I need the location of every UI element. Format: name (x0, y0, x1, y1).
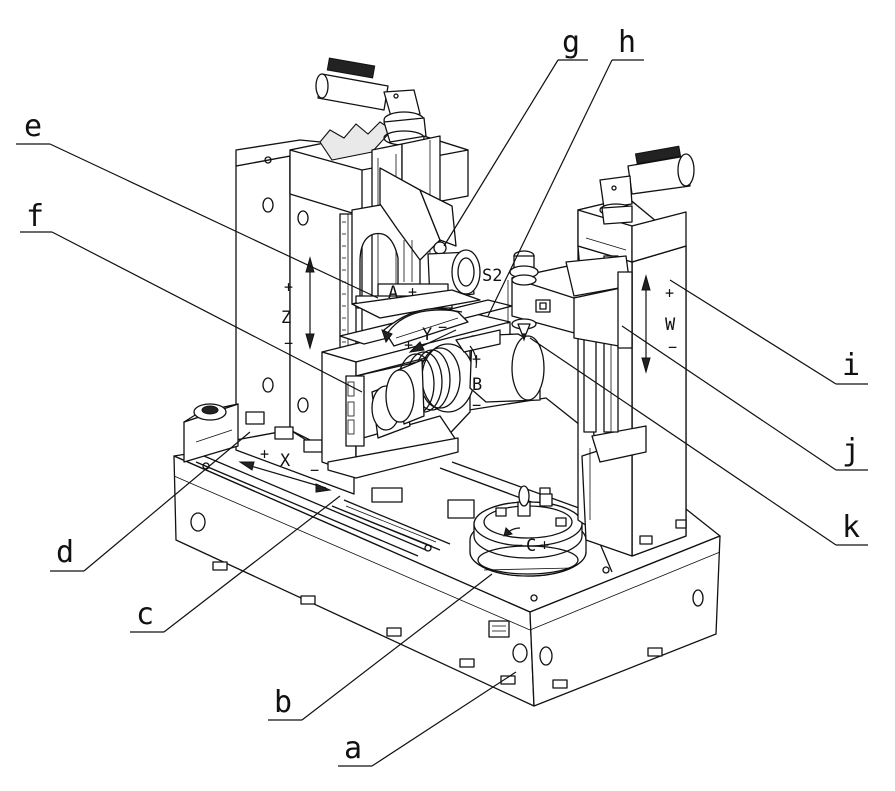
label-a: a (344, 731, 362, 766)
w-axis-label: W (665, 315, 676, 335)
b-spindle (371, 329, 545, 439)
y-plus: + (404, 336, 413, 354)
y-minus: − (438, 318, 447, 336)
s2-arm (507, 250, 633, 349)
x-axis-label: X (280, 451, 291, 471)
upper-spindle-head (351, 167, 481, 319)
label-c: c (136, 597, 154, 632)
label-e: e (24, 109, 42, 144)
y-axis-label: Y (422, 325, 432, 345)
a-plus: + (408, 283, 417, 301)
z-plus: + (284, 278, 293, 296)
w-minus: − (668, 338, 677, 356)
z-minus: − (284, 334, 293, 352)
rotary-table (469, 485, 587, 577)
part-callouts: e f g h i j k d c b (16, 25, 868, 767)
s2-label: S2 (482, 266, 502, 286)
label-f: f (26, 199, 44, 234)
label-b: b (274, 685, 292, 720)
b-axis-label: B (472, 375, 482, 395)
c-plus: + (540, 536, 549, 554)
axis-annotations (238, 256, 651, 537)
label-k: k (842, 510, 860, 545)
label-d: d (56, 535, 74, 570)
b-plus: + (472, 350, 481, 368)
label-g: g (562, 25, 580, 60)
a-axis-label: A (388, 283, 398, 303)
x-minus: − (310, 461, 319, 479)
z-axis-label: Z (281, 308, 291, 328)
w-plus: + (665, 284, 674, 302)
c-axis-label: C (526, 536, 536, 556)
x-plus: + (260, 445, 269, 463)
b-minus: − (472, 396, 481, 414)
label-h: h (618, 25, 636, 60)
label-i: i (842, 348, 860, 383)
label-j: j (842, 433, 860, 468)
c-minus: − (514, 536, 523, 554)
axis-labels: + Z − + W − + X − + Y − A + + B − − C + … (260, 266, 677, 556)
